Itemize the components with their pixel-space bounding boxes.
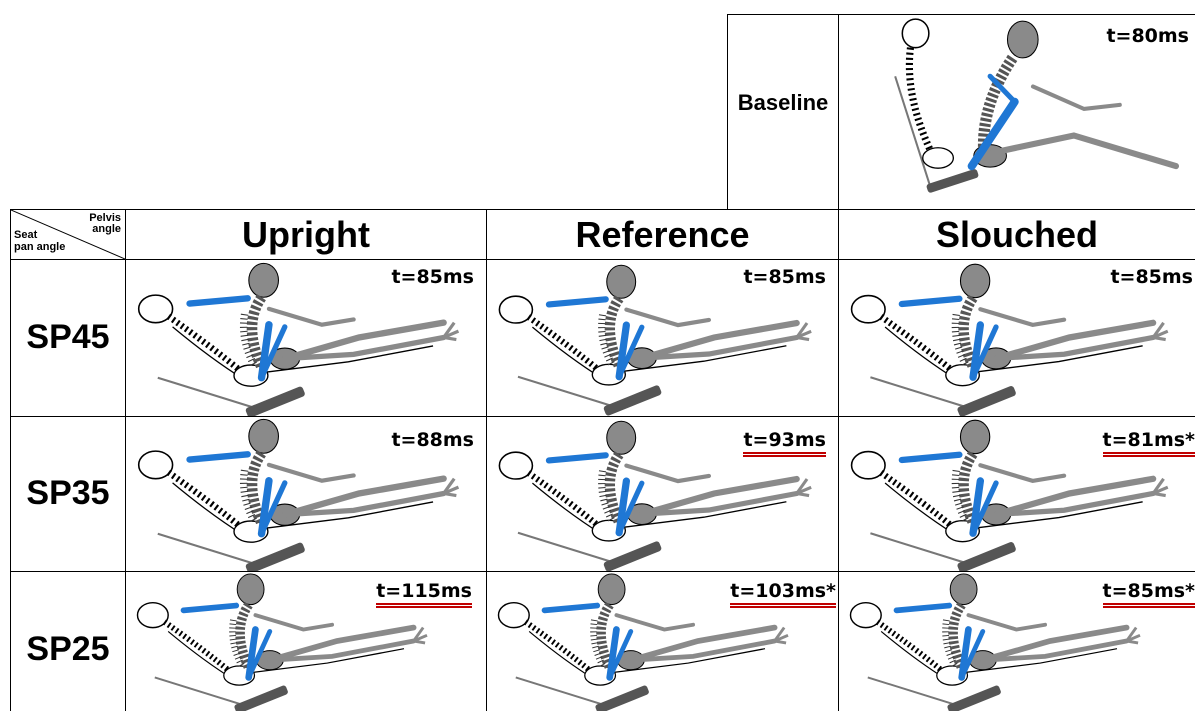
baseline-cell: t=80ms — [839, 15, 1195, 209]
column-header-upright: Upright — [242, 214, 370, 255]
row-label-sp45: SP45 — [26, 318, 110, 356]
baseline-label: Baseline — [737, 90, 829, 115]
cell-time: t=93ms — [743, 429, 826, 457]
cell-sp25-reference: t=103ms* — [487, 572, 838, 711]
cell-sp35-slouched: t=81ms* — [839, 417, 1195, 571]
cell-sp25-upright: t=115ms — [126, 572, 486, 711]
cell-sp45-reference: t=85ms — [487, 260, 838, 416]
grid-line — [10, 209, 1195, 210]
row-label-sp25: SP25 — [26, 630, 110, 668]
cell-time: t=115ms — [376, 580, 472, 608]
cell-sp35-upright: t=88ms — [126, 417, 486, 571]
cell-time: t=85ms — [391, 266, 474, 288]
column-header-reference: Reference — [575, 214, 750, 255]
cell-sp25-slouched: t=85ms* — [839, 572, 1195, 711]
cell-time: t=85ms* — [1102, 580, 1195, 608]
row-label-sp35: SP35 — [26, 474, 110, 512]
cell-time: t=85ms — [1110, 266, 1193, 288]
cell-sp45-slouched: t=85ms — [839, 260, 1195, 416]
cell-sp35-reference: t=93ms — [487, 417, 838, 571]
cell-sp45-upright: t=85ms — [126, 260, 486, 416]
grid-line — [838, 209, 839, 711]
grid-line — [486, 209, 487, 711]
grid-line — [125, 209, 126, 711]
grid-line — [727, 14, 728, 209]
corner-angle: angle — [92, 223, 121, 235]
corner-pan-angle: pan angle — [14, 241, 66, 253]
grid-line — [727, 14, 1195, 15]
corner-header-cell: Pelvis angle Seat pan angle — [11, 210, 125, 259]
corner-diagonal — [11, 210, 125, 259]
cell-time: t=88ms — [391, 429, 474, 451]
cell-time: t=103ms* — [730, 580, 836, 608]
corner-seat: Seat — [14, 229, 38, 241]
grid-line — [10, 416, 1195, 417]
column-header-slouched: Slouched — [935, 214, 1099, 255]
grid-line — [10, 571, 1195, 572]
cell-time: t=85ms — [743, 266, 826, 288]
cell-time: t=81ms* — [1102, 429, 1195, 457]
grid-line — [10, 209, 11, 711]
corner-pelvis: Pelvis — [89, 212, 121, 224]
grid-line — [838, 14, 839, 209]
grid-line — [10, 259, 1195, 260]
baseline-time: t=80ms — [1106, 25, 1189, 47]
